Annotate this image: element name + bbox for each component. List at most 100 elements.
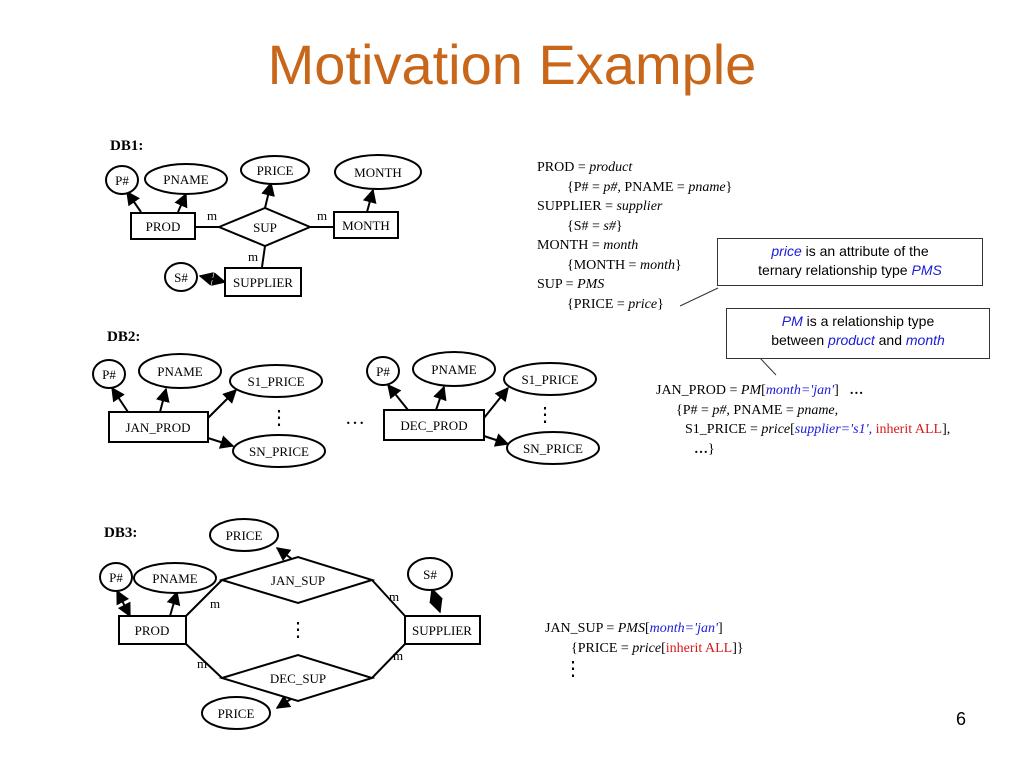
db2-dec-pname-attr: PNAME xyxy=(412,351,496,387)
mapping2-line2: {P# = p#, PNAME = pname, xyxy=(676,402,839,418)
db1-card-left: m xyxy=(207,208,217,223)
db1-edges xyxy=(126,181,377,286)
db2-jan-pname-text: PNAME xyxy=(157,364,203,379)
db3-prod-text: PROD xyxy=(135,623,170,638)
db3-supplier-text: SUPPLIER xyxy=(412,623,472,638)
mapping3-line2: {PRICE = price[inherit ALL]} xyxy=(571,640,744,656)
db3-pname-attr: PNAME xyxy=(133,562,217,594)
db1-month-attr: MONTH xyxy=(334,154,422,190)
db1-p-num-text: P# xyxy=(115,173,129,188)
mapping1-line3: SUPPLIER = supplier xyxy=(537,199,663,214)
db1-pname-text: PNAME xyxy=(163,172,209,187)
mapping1-line2: {P# = p#, PNAME = pname} xyxy=(567,179,733,195)
db1-prod-entity: PROD xyxy=(130,212,196,240)
mapping2-line4: …} xyxy=(694,441,715,457)
db1-sup-text: SUP xyxy=(253,220,277,235)
db3-label: DB3: xyxy=(104,525,137,541)
db1-pname-attr: PNAME xyxy=(144,163,228,195)
db1-p-num-attr: P# xyxy=(105,165,139,195)
db3-card-tl: m xyxy=(210,596,220,611)
mapping1-line8: {PRICE = price} xyxy=(567,296,664,312)
db3-s-num-attr: S# xyxy=(407,557,453,591)
db2-dec-s1-price-attr: S1_PRICE xyxy=(503,362,597,396)
db2-dec-prod-entity: DEC_PROD xyxy=(383,409,485,441)
db1-s-num-attr: S# xyxy=(164,262,198,292)
mapping1-line1: PROD = product xyxy=(537,160,633,175)
db1-card-right: m xyxy=(317,208,327,223)
db3-jan-sup-text: JAN_SUP xyxy=(271,573,325,588)
callout2-pointer xyxy=(759,357,777,376)
db1-prod-text: PROD xyxy=(146,219,181,234)
db2-jan-p-num-text: P# xyxy=(102,367,116,382)
db1-card-bottom: m xyxy=(248,249,258,264)
page-number: 6 xyxy=(955,709,966,729)
db3-edges xyxy=(116,547,443,709)
mapping1-block: PROD = product {P# = p#, PNAME = pname} … xyxy=(537,158,732,314)
mapping2-block: JAN_PROD = PM[month='jan'] … {P# = p#, P… xyxy=(656,381,950,459)
mapping1-line4: {S# = s#} xyxy=(567,218,623,234)
db2-dec-sn-price-attr: SN_PRICE xyxy=(506,431,600,465)
db3-p-num-text: P# xyxy=(109,570,123,585)
callout-price-attribute: price is an attribute of the ternary rel… xyxy=(717,238,983,286)
db1-month-attr-text: MONTH xyxy=(354,165,402,180)
db3-card-tr: m xyxy=(389,589,399,604)
db1-supplier-text: SUPPLIER xyxy=(233,275,293,290)
db3-p-num-attr: P# xyxy=(99,562,133,592)
db3-supplier-entity: SUPPLIER xyxy=(404,615,481,645)
callout1-pointer xyxy=(679,287,719,307)
db1-label: DB1: xyxy=(110,138,143,154)
db2-edges xyxy=(111,383,510,449)
mapping3-line1: JAN_SUP = PMS[month='jan'] xyxy=(545,621,723,636)
db3-price-top-text: PRICE xyxy=(226,528,263,543)
db2-dec-s1-price-text: S1_PRICE xyxy=(521,372,578,387)
db3-prod-entity: PROD xyxy=(118,615,187,645)
db1-price-attr: PRICE xyxy=(240,155,310,185)
db2-jan-s1-price-attr: S1_PRICE xyxy=(229,364,323,398)
mapping2-line3: S1_PRICE = price[supplier='s1', inherit … xyxy=(685,422,951,437)
db1-price-text: PRICE xyxy=(257,163,294,178)
db3-price-bottom-attr: PRICE xyxy=(201,696,271,730)
mapping1-line5: MONTH = month xyxy=(537,238,639,253)
db2-jan-prod-text: JAN_PROD xyxy=(125,420,190,435)
slide-title: Motivation Example xyxy=(267,33,757,96)
db2-jan-prod-entity: JAN_PROD xyxy=(108,411,209,443)
db3-price-top-attr: PRICE xyxy=(209,518,279,552)
db2-jan-pname-attr: PNAME xyxy=(138,353,222,389)
db2-dec-vdots: ⋮ xyxy=(535,404,555,426)
db3-card-bl: m xyxy=(197,656,207,671)
db1-sup-relationship: SUP xyxy=(216,206,313,248)
db1-diagram: DB1: P# PNAME PRICE MONTH xyxy=(105,138,422,297)
mapping2-line1: JAN_PROD = PM[month='jan'] … xyxy=(656,383,864,398)
mapping1-line6: {MONTH = month} xyxy=(567,257,682,273)
db2-jan-s1-price-text: S1_PRICE xyxy=(247,374,304,389)
db2-hdots: … xyxy=(345,407,365,429)
db3-dec-sup-text: DEC_SUP xyxy=(270,671,326,686)
callout-pm-relationship: PM is a relationship type between produc… xyxy=(726,308,990,359)
mapping1-line7: SUP = PMS xyxy=(537,277,605,292)
db3-card-br: m xyxy=(393,648,403,663)
db2-diagram: DB2: P# PNAME S1_PRICE JAN_PROD xyxy=(92,329,600,468)
db3-vdots: ⋮ xyxy=(288,619,308,641)
db3-dec-sup-relationship: DEC_SUP xyxy=(218,653,376,703)
db1-month-entity: MONTH xyxy=(333,211,399,239)
db2-dec-prod-text: DEC_PROD xyxy=(400,418,467,433)
db2-label: DB2: xyxy=(107,329,140,345)
callout-pointers xyxy=(679,287,777,376)
db2-jan-sn-price-attr: SN_PRICE xyxy=(232,434,326,468)
db2-dec-sn-price-text: SN_PRICE xyxy=(523,441,583,456)
db3-jan-sup-relationship: JAN_SUP xyxy=(218,555,376,605)
db3-price-bottom-text: PRICE xyxy=(218,706,255,721)
db2-jan-p-num-attr: P# xyxy=(92,359,126,389)
db2-dec-pname-text: PNAME xyxy=(431,362,477,377)
mapping3-line3: ⋮ xyxy=(563,658,583,680)
db1-s-num-text: S# xyxy=(174,270,188,285)
mapping3-block: JAN_SUP = PMS[month='jan'] {PRICE = pric… xyxy=(545,619,744,680)
db1-supplier-entity: SUPPLIER xyxy=(224,267,302,297)
db3-pname-text: PNAME xyxy=(152,571,198,586)
db3-s-num-text: S# xyxy=(423,567,437,582)
db3-diagram: DB3: PRICE P# PNAME JAN_SUP xyxy=(99,518,481,730)
db2-dec-p-num-text: P# xyxy=(376,364,390,379)
db1-month-entity-text: MONTH xyxy=(342,218,390,233)
db2-jan-vdots: ⋮ xyxy=(269,407,289,429)
